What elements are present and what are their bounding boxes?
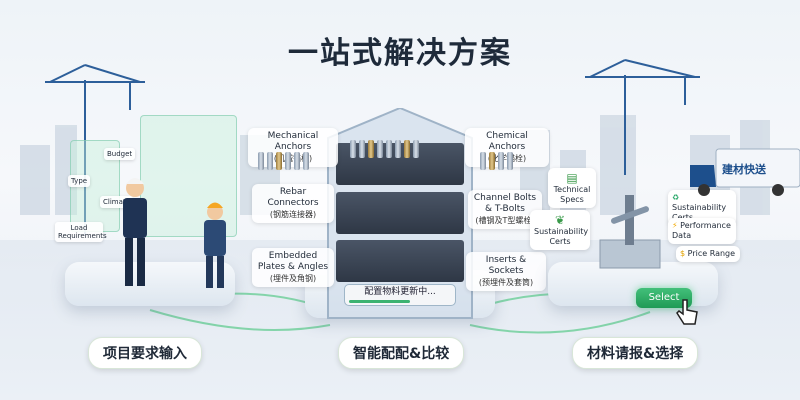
doc-icon: ▤ <box>566 171 578 185</box>
page-title: 一站式解决方案 <box>288 36 512 71</box>
parts-mechanical <box>258 152 309 170</box>
stage-label-input: 项目要求输入 <box>88 337 202 369</box>
category-rebar-connectors[interactable]: Rebar Connectors (钢筋连接器) <box>252 184 334 223</box>
card-label: Performance Data <box>672 221 731 240</box>
dollar-icon: $ <box>680 249 686 258</box>
bolt-icon: ⚡ <box>672 221 678 230</box>
category-sub: (预埋件及套筒) <box>478 278 534 287</box>
category-sub: (机械锚栓) <box>273 154 313 163</box>
card-label: Sustainability Certs <box>534 227 589 246</box>
category-sub: (埋件及角钢) <box>269 274 317 283</box>
card-label: Sustainability Certs <box>672 203 727 222</box>
progress-text: 配置物料更新中... <box>364 287 436 297</box>
category-name: Mechanical Anchors <box>267 131 319 152</box>
stage-label-selection: 材料请报&选择 <box>572 337 699 369</box>
category-name: Embedded Plates & Angles <box>257 251 329 272</box>
card-performance-data[interactable]: ⚡ Performance Data <box>668 218 736 244</box>
progress-bar <box>349 300 410 303</box>
delivery-truck-icon <box>690 148 800 196</box>
parts-chemical <box>480 152 513 170</box>
card-sustainability-center[interactable]: ❦ Sustainability Certs <box>530 210 590 250</box>
category-name: Channel Bolts & T-Bolts <box>473 193 537 214</box>
card-price-range[interactable]: $ Price Range <box>676 246 740 262</box>
leaf-icon: ❦ <box>554 213 566 227</box>
tag-type: Type <box>68 175 91 187</box>
truck-label: 建材快送 <box>722 163 766 176</box>
category-inserts-sockets[interactable]: Inserts & Sockets (预埋件及套筒) <box>466 252 546 291</box>
card-technical-specs[interactable]: ▤ Technical Specs <box>548 168 596 208</box>
shelf-3 <box>336 240 464 282</box>
recycle-icon: ♻ <box>672 193 680 202</box>
shelf-2 <box>336 192 464 234</box>
card-label: Technical Specs <box>553 185 591 204</box>
progress-indicator: 配置物料更新中... <box>344 284 456 306</box>
category-name: Chemical Anchors <box>486 131 528 152</box>
category-name: Rebar Connectors <box>267 187 319 208</box>
tag-budget: Budget <box>104 148 136 160</box>
select-button[interactable]: Select <box>636 288 692 308</box>
cursor-hand-icon <box>676 299 698 325</box>
tag-load: Load Requirements <box>55 222 107 242</box>
category-sub: (钢筋连接器) <box>269 210 317 219</box>
card-label: Price Range <box>687 249 736 258</box>
category-sub: (槽钢及T型螺栓) <box>475 216 535 225</box>
category-embedded-plates[interactable]: Embedded Plates & Angles (埋件及角钢) <box>252 248 334 287</box>
stage-label-matching: 智能配配&比较 <box>338 337 465 369</box>
engineers-figure <box>123 178 226 288</box>
category-name: Inserts & Sockets <box>485 255 527 276</box>
parts-row-top <box>350 140 419 158</box>
crane-left-icon <box>45 64 145 235</box>
crane-right-icon <box>585 59 700 175</box>
anchor-bolt-3d-icon <box>599 195 661 269</box>
category-channel-bolts[interactable]: Channel Bolts & T-Bolts (槽钢及T型螺栓) <box>468 190 542 229</box>
